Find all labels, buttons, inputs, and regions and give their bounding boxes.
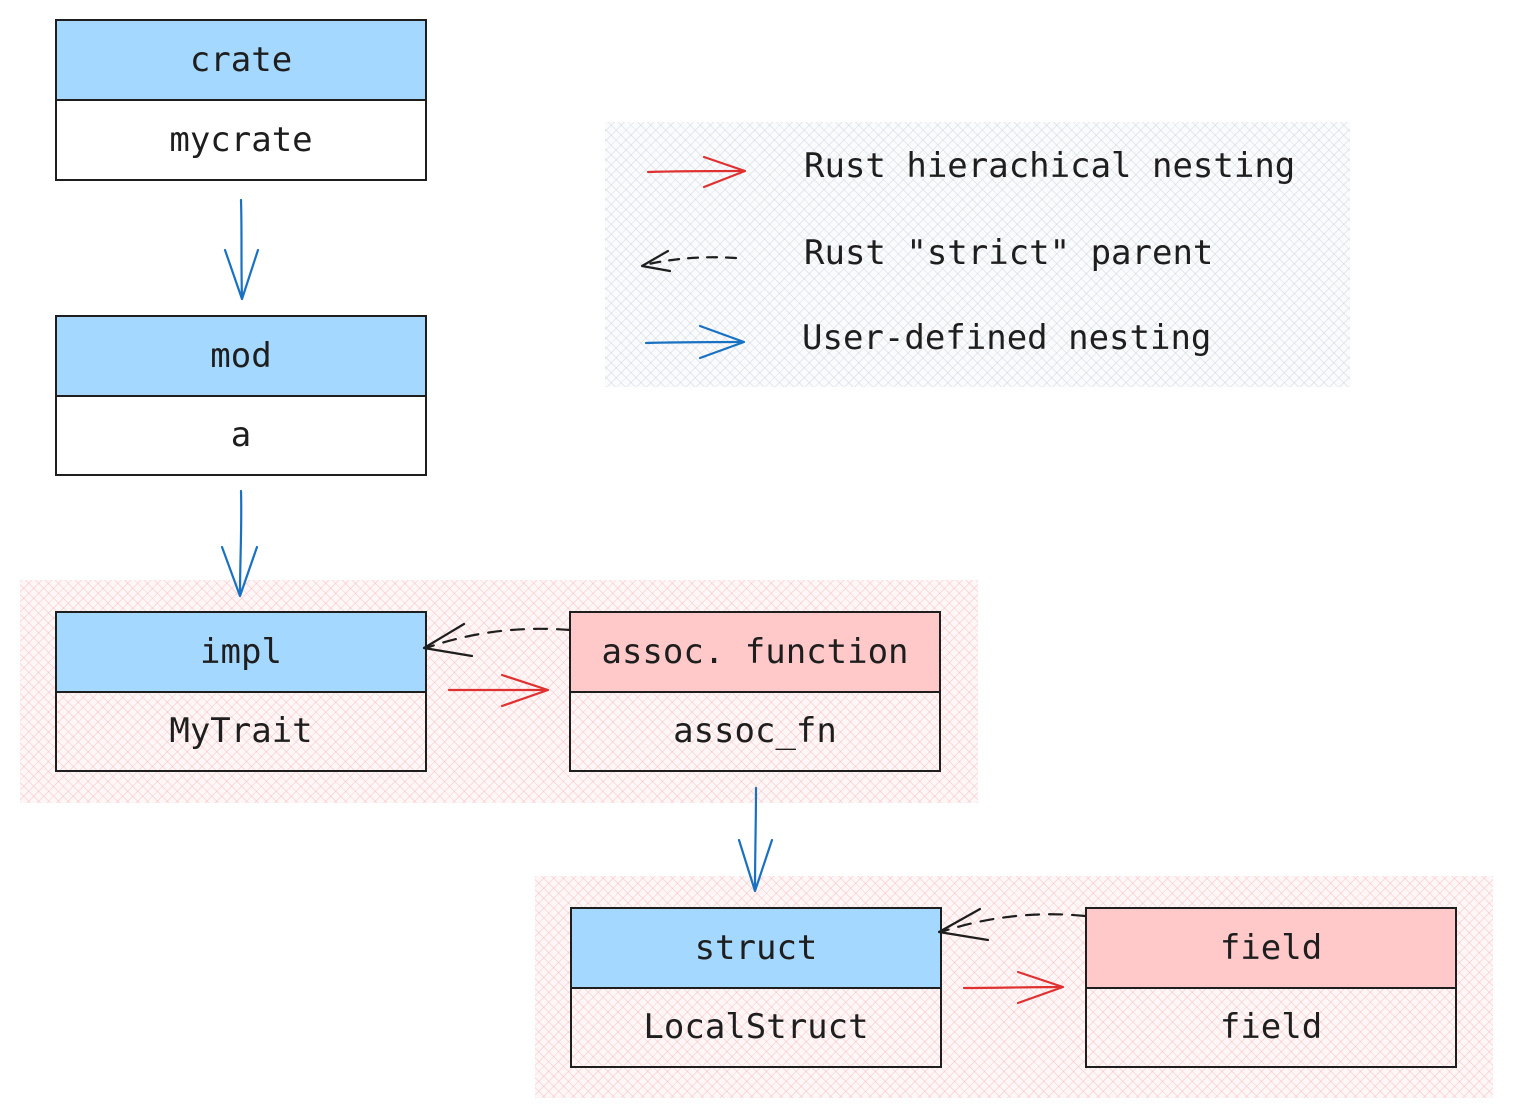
legend-arrow-dashed bbox=[640, 249, 738, 273]
struct-node-kind: struct bbox=[572, 909, 940, 989]
legend-label-strict-parent: Rust "strict" parent bbox=[804, 233, 1214, 273]
assoc-fn-node-name: assoc_fn bbox=[673, 711, 837, 752]
arrow-crate-to-mod bbox=[223, 198, 260, 301]
arrow-field-strict-parent bbox=[937, 907, 1087, 942]
impl-node[interactable]: impl MyTrait bbox=[55, 611, 427, 772]
assoc-fn-node-kind: assoc. function bbox=[571, 613, 939, 693]
mod-node[interactable]: mod a bbox=[55, 315, 427, 476]
legend-label-hierarchical: Rust hierachical nesting bbox=[804, 146, 1296, 186]
impl-node-kind: impl bbox=[57, 613, 425, 693]
legend-label-user-defined: User-defined nesting bbox=[802, 318, 1212, 358]
crate-node-name: mycrate bbox=[57, 101, 425, 179]
field-node-kind: field bbox=[1087, 909, 1455, 989]
impl-node-name: MyTrait bbox=[169, 711, 313, 752]
arrow-mod-to-impl bbox=[220, 489, 259, 598]
field-node[interactable]: field field bbox=[1085, 907, 1457, 1068]
struct-node-name: LocalStruct bbox=[643, 1007, 869, 1048]
arrow-struct-to-field bbox=[962, 970, 1065, 1005]
mod-node-name: a bbox=[57, 396, 425, 474]
crate-node-kind: crate bbox=[57, 21, 425, 101]
crate-node[interactable]: crate mycrate bbox=[55, 19, 427, 181]
struct-node[interactable]: struct LocalStruct bbox=[570, 907, 942, 1068]
field-node-name: field bbox=[1219, 1007, 1323, 1048]
assoc-fn-node[interactable]: assoc. function assoc_fn bbox=[569, 611, 941, 772]
arrow-impl-to-assoc-fn bbox=[447, 673, 550, 708]
legend-arrow-red bbox=[646, 155, 747, 189]
arrow-assoc-fn-strict-parent bbox=[422, 622, 572, 658]
mod-node-kind: mod bbox=[57, 317, 425, 397]
legend-arrow-blue bbox=[644, 324, 746, 360]
arrow-assoc-fn-to-struct bbox=[737, 786, 774, 893]
